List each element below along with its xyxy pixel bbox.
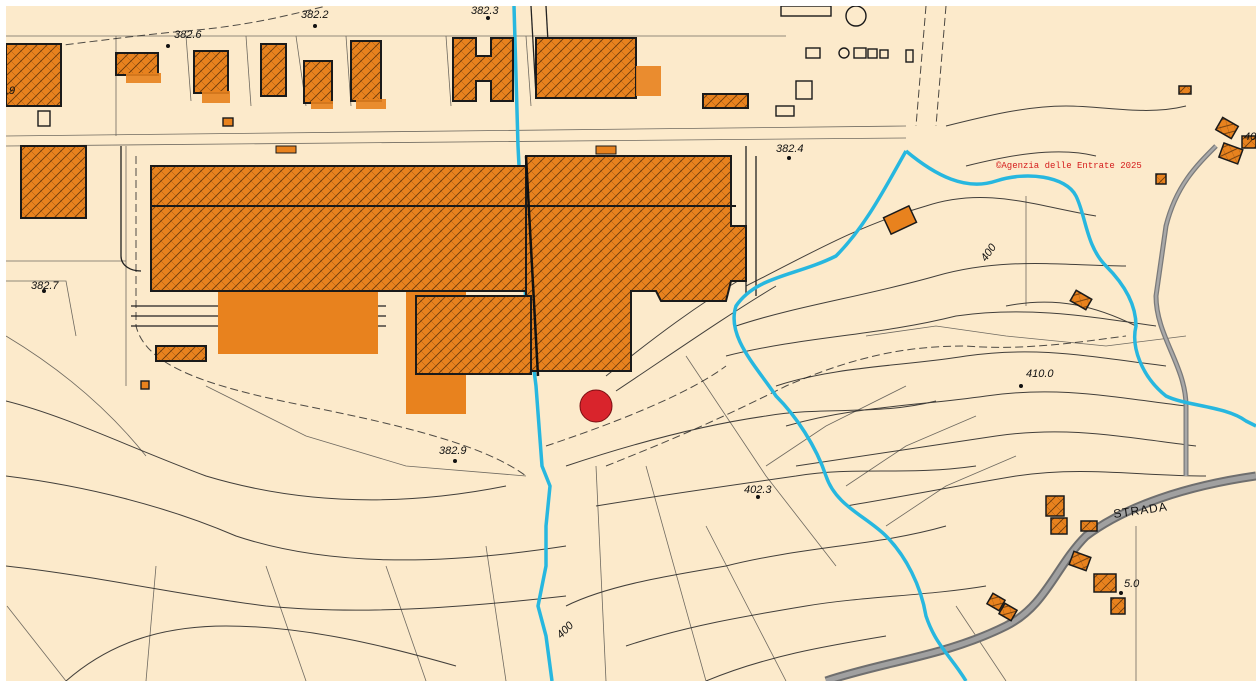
parcel-boundaries [6,35,1187,681]
elevation-points [42,16,1123,595]
elevation-label: .9 [6,85,15,97]
elevation-label: 5.0 [1124,578,1140,590]
elevation-label: 382.2 [301,9,329,21]
elevation-label: 402.3 [744,484,772,496]
copyright-text: ©Agenzia delle Entrate 2025 [996,161,1142,171]
small-structures [37,6,914,390]
buildings-east [882,85,1256,622]
cadastral-map[interactable]: 382.2 382.3 382.6 382.4 382.7 382.9 410.… [6,6,1256,681]
elevation-label: 382.7 [31,280,59,292]
contour-lines [6,105,1207,681]
location-marker[interactable] [579,389,613,423]
elevation-label: 382.4 [776,143,804,155]
main-road [824,144,1256,681]
elevation-label: 382.9 [439,445,467,457]
elevation-label: 382.3 [471,6,499,17]
buildings-north [6,37,749,362]
contour-label: 400 [979,241,1000,264]
contour-label: 400 [555,619,577,641]
elevation-label: 382.6 [174,29,202,41]
building-shadows [126,66,661,109]
elevation-label: 40 [1244,131,1256,143]
map-canvas[interactable]: 382.2 382.3 382.6 382.4 382.7 382.9 410.… [6,6,1256,681]
road-label: STRADA [1112,499,1168,520]
factory-complex [150,145,747,414]
elevation-label: 410.0 [1026,368,1054,380]
